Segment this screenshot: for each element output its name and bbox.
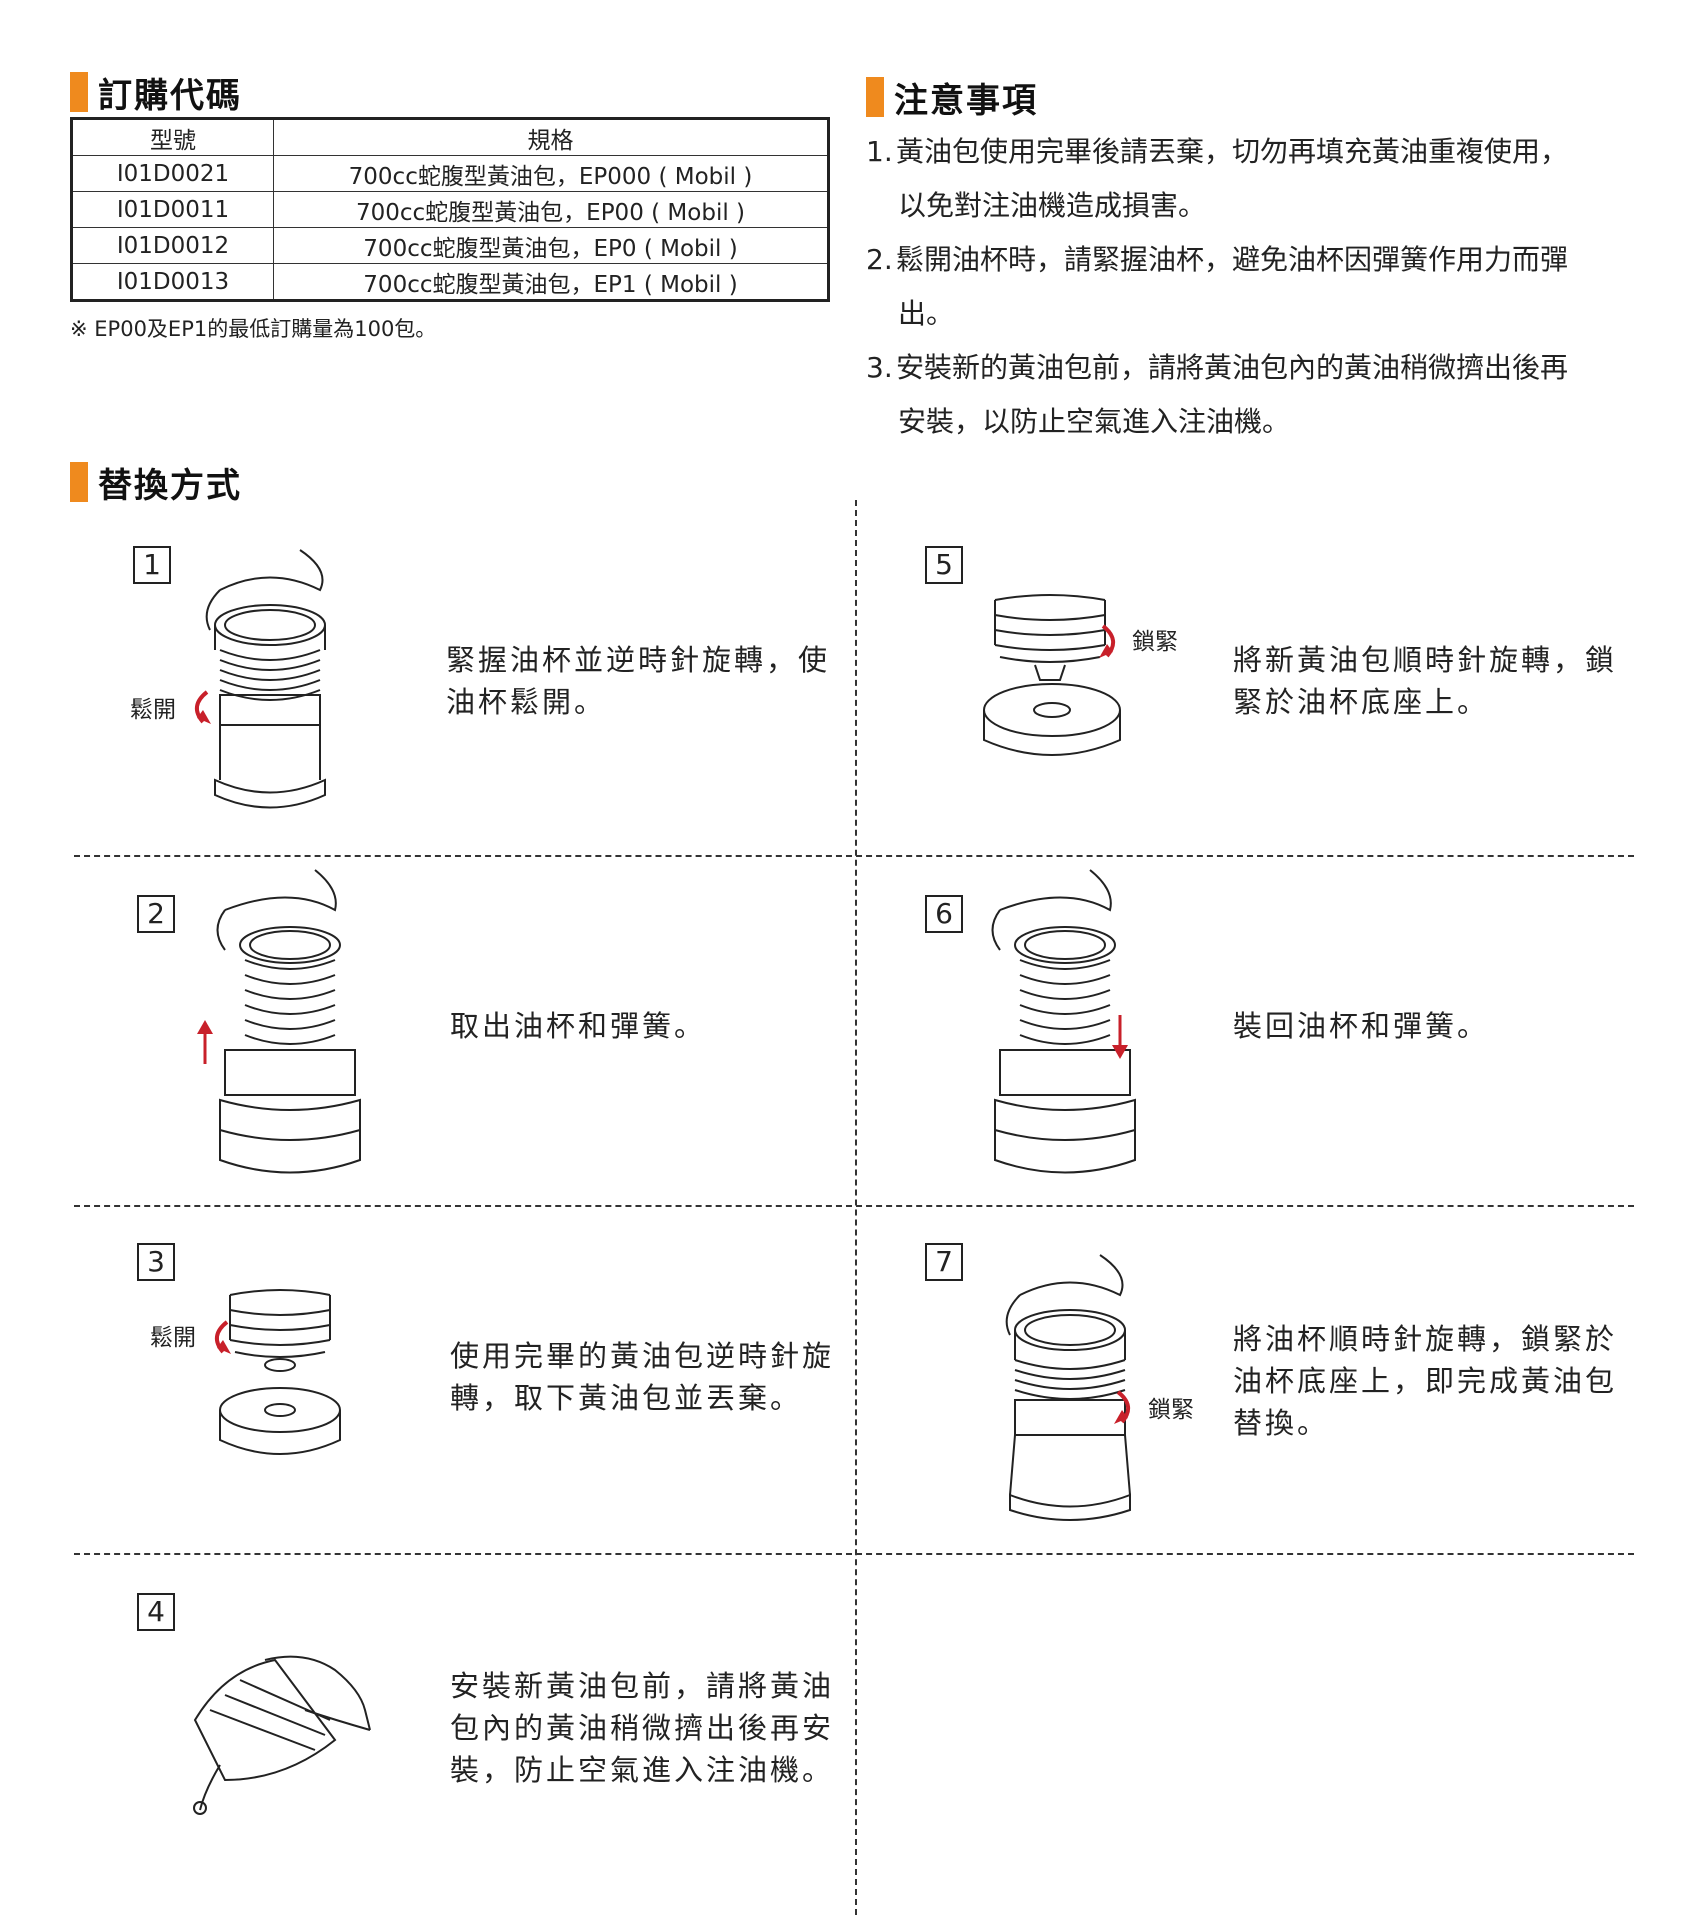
spring-removal-illustration xyxy=(216,869,361,1174)
grid-divider xyxy=(74,1205,1634,1207)
step-4-text: 安裝新黃油包前，請將黃油包內的黃油稍微擠出後再安裝，防止空氣進入注油機。 xyxy=(450,1669,835,1787)
grid-divider-vertical xyxy=(855,500,857,1915)
order-code-table: 型號 規格 I01D0021 700cc蛇腹型黃油包，EP000 ( Mobil… xyxy=(70,117,830,302)
order-section-title: 訂購代碼 xyxy=(98,76,242,116)
step-number-5: 5 xyxy=(925,546,963,584)
step-3-text: 使用完畢的黃油包逆時針旋轉，取下黃油包並丟棄。 xyxy=(450,1339,835,1415)
step-number-2: 2 xyxy=(137,895,175,933)
table-row: I01D0012 700cc蛇腹型黃油包，EP0 ( Mobil ) xyxy=(71,227,829,264)
tighten-oil-cup-illustration xyxy=(1005,1254,1131,1521)
model-cell: I01D0012 xyxy=(71,227,274,264)
down-arrow-icon xyxy=(1112,1015,1128,1059)
step-7-text: 將油杯順時針旋轉，鎖緊於油杯底座上，即完成黃油包替換。 xyxy=(1233,1322,1618,1440)
counterclockwise-arrow-icon xyxy=(195,690,211,724)
section-accent-bar xyxy=(70,72,88,112)
table-row: I01D0011 700cc蛇腹型黃油包，EP00 ( Mobil ) xyxy=(71,191,829,228)
spec-cell: 700cc蛇腹型黃油包，EP00 ( Mobil ) xyxy=(273,191,829,228)
table-row: I01D0013 700cc蛇腹型黃油包，EP1 ( Mobil ) xyxy=(71,263,829,301)
squeeze-grease-pack-illustration xyxy=(193,1655,371,1815)
counterclockwise-arrow-icon xyxy=(215,1320,231,1354)
loosen-label: 鬆開 xyxy=(150,1325,196,1351)
section-accent-bar xyxy=(866,77,884,117)
install-grease-pack-illustration xyxy=(983,594,1121,756)
step-number-1: 1 xyxy=(133,546,171,584)
reinstall-spring-illustration xyxy=(991,869,1136,1174)
grid-divider xyxy=(74,1553,1634,1555)
step-5-text: 將新黃油包順時針旋轉，鎖緊於油杯底座上。 xyxy=(1233,643,1618,719)
tighten-label: 鎖緊 xyxy=(1132,629,1178,655)
step-number-7: 7 xyxy=(925,1243,963,1281)
table-header-row: 型號 規格 xyxy=(71,118,829,156)
section-accent-bar xyxy=(70,462,88,502)
step-number-4: 4 xyxy=(137,1593,175,1631)
minimum-order-note: ※ EP00及EP1的最低訂購量為100包。 xyxy=(70,317,437,341)
step-6-text: 裝回油杯和彈簧。 xyxy=(1233,1009,1490,1043)
note-item-1: 1.黃油包使用完畢後請丟棄，切勿再填充黃油重複使用， 以免對注油機造成損害。 xyxy=(866,135,1569,222)
header-spec: 規格 xyxy=(273,118,829,156)
spec-cell: 700cc蛇腹型黃油包，EP1 ( Mobil ) xyxy=(273,263,829,301)
notes-section-title: 注意事項 xyxy=(894,81,1038,121)
note-item-3: 3.安裝新的黃油包前，請將黃油包內的黃油稍微擠出後再 安裝，以防止空氣進入注油機… xyxy=(866,351,1569,438)
note-item-2: 2.鬆開油杯時，請緊握油杯，避免油杯因彈簧作用力而彈 出。 xyxy=(866,243,1569,330)
step-number-3: 3 xyxy=(137,1243,175,1281)
grease-pack-removal-illustration xyxy=(219,1289,341,1455)
spec-cell: 700cc蛇腹型黃油包，EP000 ( Mobil ) xyxy=(273,155,829,192)
model-cell: I01D0011 xyxy=(71,191,274,228)
replace-section-title: 替換方式 xyxy=(98,466,242,506)
table-row: I01D0021 700cc蛇腹型黃油包，EP000 ( Mobil ) xyxy=(71,155,829,192)
loosen-label: 鬆開 xyxy=(130,697,176,723)
model-cell: I01D0021 xyxy=(71,155,274,192)
model-cell: I01D0013 xyxy=(71,263,274,301)
header-model: 型號 xyxy=(71,118,274,156)
up-arrow-icon xyxy=(197,1020,213,1064)
step-1-text: 緊握油杯並逆時針旋轉，使油杯鬆開。 xyxy=(446,643,831,719)
oil-cup-hand-illustration xyxy=(205,549,326,809)
step-2-text: 取出油杯和彈簧。 xyxy=(450,1009,707,1043)
tighten-label: 鎖緊 xyxy=(1148,1397,1194,1423)
step-number-6: 6 xyxy=(925,895,963,933)
grid-divider xyxy=(74,855,1634,857)
clockwise-arrow-icon xyxy=(1099,624,1115,658)
spec-cell: 700cc蛇腹型黃油包，EP0 ( Mobil ) xyxy=(273,227,829,264)
clockwise-arrow-icon xyxy=(1114,1390,1130,1424)
